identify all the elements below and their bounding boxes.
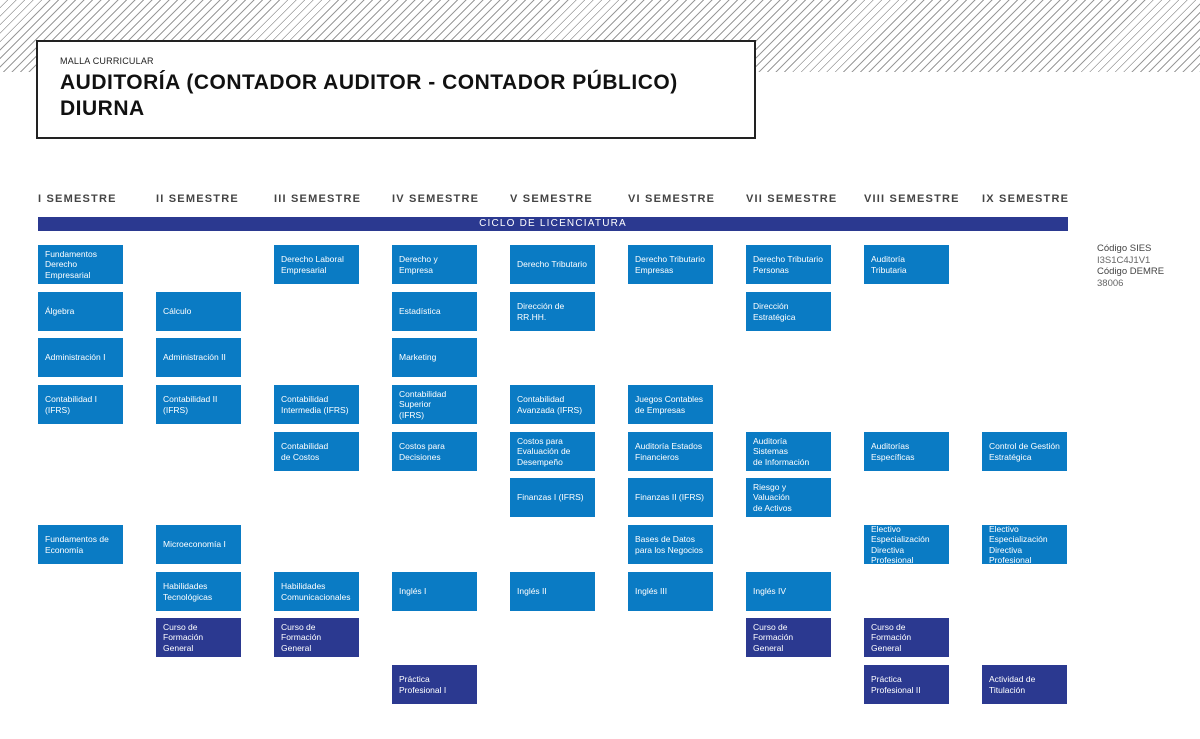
general-course-box: Actividad de Titulación	[982, 665, 1067, 704]
title-box: MALLA CURRICULAR AUDITORÍA (CONTADOR AUD…	[36, 40, 756, 139]
course-box: Fundamentos Derecho Empresarial	[38, 245, 123, 284]
course-box: Contabilidad Avanzada (IFRS)	[510, 385, 595, 424]
demre-code: 38006	[1097, 277, 1124, 289]
course-box: Inglés I	[392, 572, 477, 611]
course-box: Contabilidad II (IFRS)	[156, 385, 241, 424]
course-box: Auditorías Específicas	[864, 432, 949, 471]
semester-header: II SEMESTRE	[156, 193, 239, 205]
course-box: Electivo Especialización Directiva Profe…	[982, 524, 1067, 565]
course-box: Costos para Evaluación de Desempeño	[510, 432, 595, 471]
semester-header: V SEMESTRE	[510, 193, 593, 205]
general-course-box: Práctica Profesional II	[864, 665, 949, 704]
general-course-box: Curso de Formación General	[274, 618, 359, 657]
course-box: Juegos Contables de Empresas	[628, 385, 713, 424]
course-box: Habilidades Comunicacionales	[274, 572, 359, 611]
course-box: Cálculo	[156, 292, 241, 331]
semester-header: IX SEMESTRE	[982, 193, 1070, 205]
semester-header: VII SEMESTRE	[746, 193, 838, 205]
general-course-box: Curso de Formación General	[746, 618, 831, 657]
semester-header: VI SEMESTRE	[628, 193, 716, 205]
course-box: Habilidades Tecnológicas	[156, 572, 241, 611]
program-codes: Código SIES I3S1C4J1V1 Código DEMRE 3800…	[1097, 243, 1164, 289]
course-box: Administración II	[156, 338, 241, 377]
course-box: Bases de Datos para los Negocios	[628, 525, 713, 564]
semester-header: VIII SEMESTRE	[864, 193, 960, 205]
course-box: Finanzas II (IFRS)	[628, 478, 713, 517]
course-box: Fundamentos de Economía	[38, 525, 123, 564]
semester-header: III SEMESTRE	[274, 193, 362, 205]
course-box: Costos para Decisiones	[392, 432, 477, 471]
semester-header: IV SEMESTRE	[392, 193, 480, 205]
general-course-box: Curso de Formación General	[864, 618, 949, 657]
page-kicker: MALLA CURRICULAR	[60, 56, 154, 66]
course-box: Derecho Tributario	[510, 245, 595, 284]
semester-header: I SEMESTRE	[38, 193, 117, 205]
course-box: Inglés III	[628, 572, 713, 611]
course-box: Control de Gestión Estratégica	[982, 432, 1067, 471]
course-box: Derecho Tributario Personas	[746, 245, 831, 284]
course-box: Microeconomía I	[156, 525, 241, 564]
course-box: Finanzas I (IFRS)	[510, 478, 595, 517]
course-box: Dirección de RR.HH.	[510, 292, 595, 331]
page-title: AUDITORÍA (CONTADOR AUDITOR - CONTADOR P…	[60, 71, 678, 120]
course-box: Álgebra	[38, 292, 123, 331]
course-box: Electivo Especialización Directiva Profe…	[864, 524, 949, 565]
general-course-box: Curso de Formación General	[156, 618, 241, 657]
cycle-banner: CICLO DE LICENCIATURA	[38, 217, 1068, 231]
course-box: Derecho Tributario Empresas	[628, 245, 713, 284]
sies-label: Código SIES	[1097, 243, 1152, 254]
course-box: Estadística	[392, 292, 477, 331]
course-box: Derecho y Empresa	[392, 245, 477, 284]
course-box: Contabilidad de Costos	[274, 432, 359, 471]
course-box: Inglés II	[510, 572, 595, 611]
course-box: Marketing	[392, 338, 477, 377]
sies-code: I3S1C4J1V1	[1097, 254, 1151, 266]
course-box: Administración I	[38, 338, 123, 377]
course-box: Derecho Laboral Empresarial	[274, 245, 359, 284]
course-box: Contabilidad Superior (IFRS)	[392, 385, 477, 424]
course-box: Auditoría Tributaria	[864, 245, 949, 284]
course-box: Auditoría Estados Financieros	[628, 432, 713, 471]
demre-label: Código DEMRE	[1097, 266, 1165, 277]
course-box: Contabilidad I (IFRS)	[38, 385, 123, 424]
course-box: Dirección Estratégica	[746, 292, 831, 331]
course-box: Inglés IV	[746, 572, 831, 611]
course-box: Riesgo y Valuación de Activos	[746, 478, 831, 517]
course-box: Auditoría Sistemas de Información	[746, 432, 831, 471]
course-box: Contabilidad Intermedia (IFRS)	[274, 385, 359, 424]
general-course-box: Práctica Profesional I	[392, 665, 477, 704]
